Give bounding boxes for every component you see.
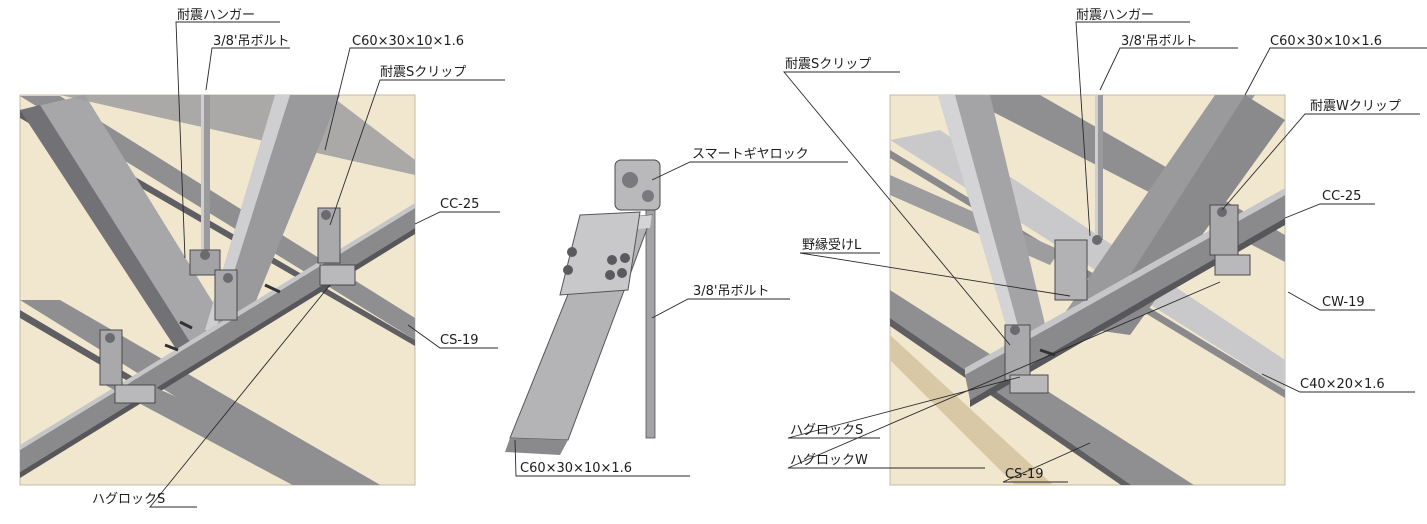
mid-label-bolt: 3/8'吊ボルト [693, 284, 770, 299]
right-label-hug-s: ハグロックS [790, 423, 863, 438]
mid-label-channel: C60×30×10×1.6 [520, 461, 632, 476]
right-label-s-clip: 耐震Sクリップ [785, 57, 871, 72]
right-label-cc25: CC-25 [1322, 189, 1361, 204]
left-label-cs19: CS-19 [440, 333, 479, 348]
left-leader-lines [149, 21, 505, 508]
left-label-channel: C60×30×10×1.6 [352, 34, 464, 49]
right-label-cs19: CS-19 [1005, 467, 1044, 482]
right-label-channel: C60×30×10×1.6 [1270, 34, 1382, 49]
right-label-c40: C40×20×1.6 [1300, 377, 1385, 392]
right-label-bolt: 3/8'吊ボルト [1121, 34, 1198, 49]
right-leader-lines [783, 21, 1427, 483]
mid-label-smart-gyalock: スマートギヤロック [692, 147, 809, 162]
right-label-hug-w: ハグロックW [790, 453, 868, 468]
middle-leader-lines [514, 161, 848, 477]
right-label-taishin-hanger: 耐震ハンガー [1076, 8, 1154, 23]
middle-detail-illustration [505, 159, 661, 455]
right-label-w-clip: 耐震Wクリップ [1310, 99, 1401, 114]
right-ceiling-illustration [889, 94, 1286, 486]
left-label-bolt: 3/8'吊ボルト [213, 34, 290, 49]
right-label-cw19: CW-19 [1322, 295, 1365, 310]
left-ceiling-illustration [19, 94, 416, 486]
left-label-taishin-hanger: 耐震ハンガー [177, 8, 255, 23]
left-label-s-clip: 耐震Sクリップ [380, 65, 466, 80]
right-label-noburi-l: 野縁受けL [802, 237, 862, 253]
left-label-cc25: CC-25 [440, 197, 479, 212]
left-label-hug-s: ハグロックS [92, 492, 165, 507]
